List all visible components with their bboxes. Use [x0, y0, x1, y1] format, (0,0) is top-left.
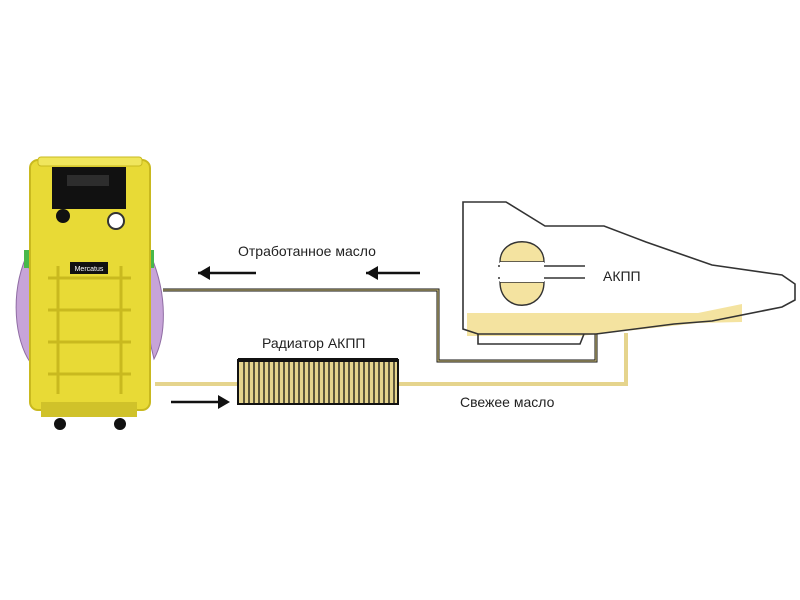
transmission-converter — [499, 241, 545, 306]
machine-brand-plate — [70, 262, 108, 274]
machine-wheel-left — [54, 418, 66, 430]
transmission-outline — [462, 201, 796, 335]
transmission-converter-center — [500, 262, 544, 282]
fresh-oil-arrow-head — [218, 395, 230, 409]
radiator-fins — [243, 362, 395, 403]
machine-brand: Mercatus — [75, 266, 104, 273]
radiator-label: Радиатор АКПП — [262, 335, 366, 351]
machine-vertical-details — [48, 266, 131, 394]
fresh-oil-line-to-transmission — [398, 333, 628, 386]
used-oil-line-inner — [163, 289, 597, 362]
transmission-base — [477, 333, 585, 345]
transmission-label: АКПП — [603, 268, 641, 284]
machine-knob — [56, 209, 70, 223]
fresh-oil-label: Свежее масло — [460, 394, 555, 410]
gauge-icon — [107, 212, 125, 230]
oil-change-machine: Mercatus — [15, 156, 164, 430]
used-oil-arrow-head-1 — [198, 266, 210, 280]
machine-control-panel — [52, 167, 126, 209]
transmission-oil-fill — [467, 304, 742, 336]
machine-panel-display — [67, 175, 109, 186]
machine-base — [41, 402, 137, 417]
radiator — [237, 358, 399, 405]
used-oil-arrow-head-2 — [366, 266, 378, 280]
machine-wheel-right — [114, 418, 126, 430]
flow-lines — [155, 266, 628, 409]
used-oil-label: Отработанное масло — [238, 243, 376, 259]
transmission — [462, 201, 796, 345]
machine-top-cap — [37, 156, 143, 167]
